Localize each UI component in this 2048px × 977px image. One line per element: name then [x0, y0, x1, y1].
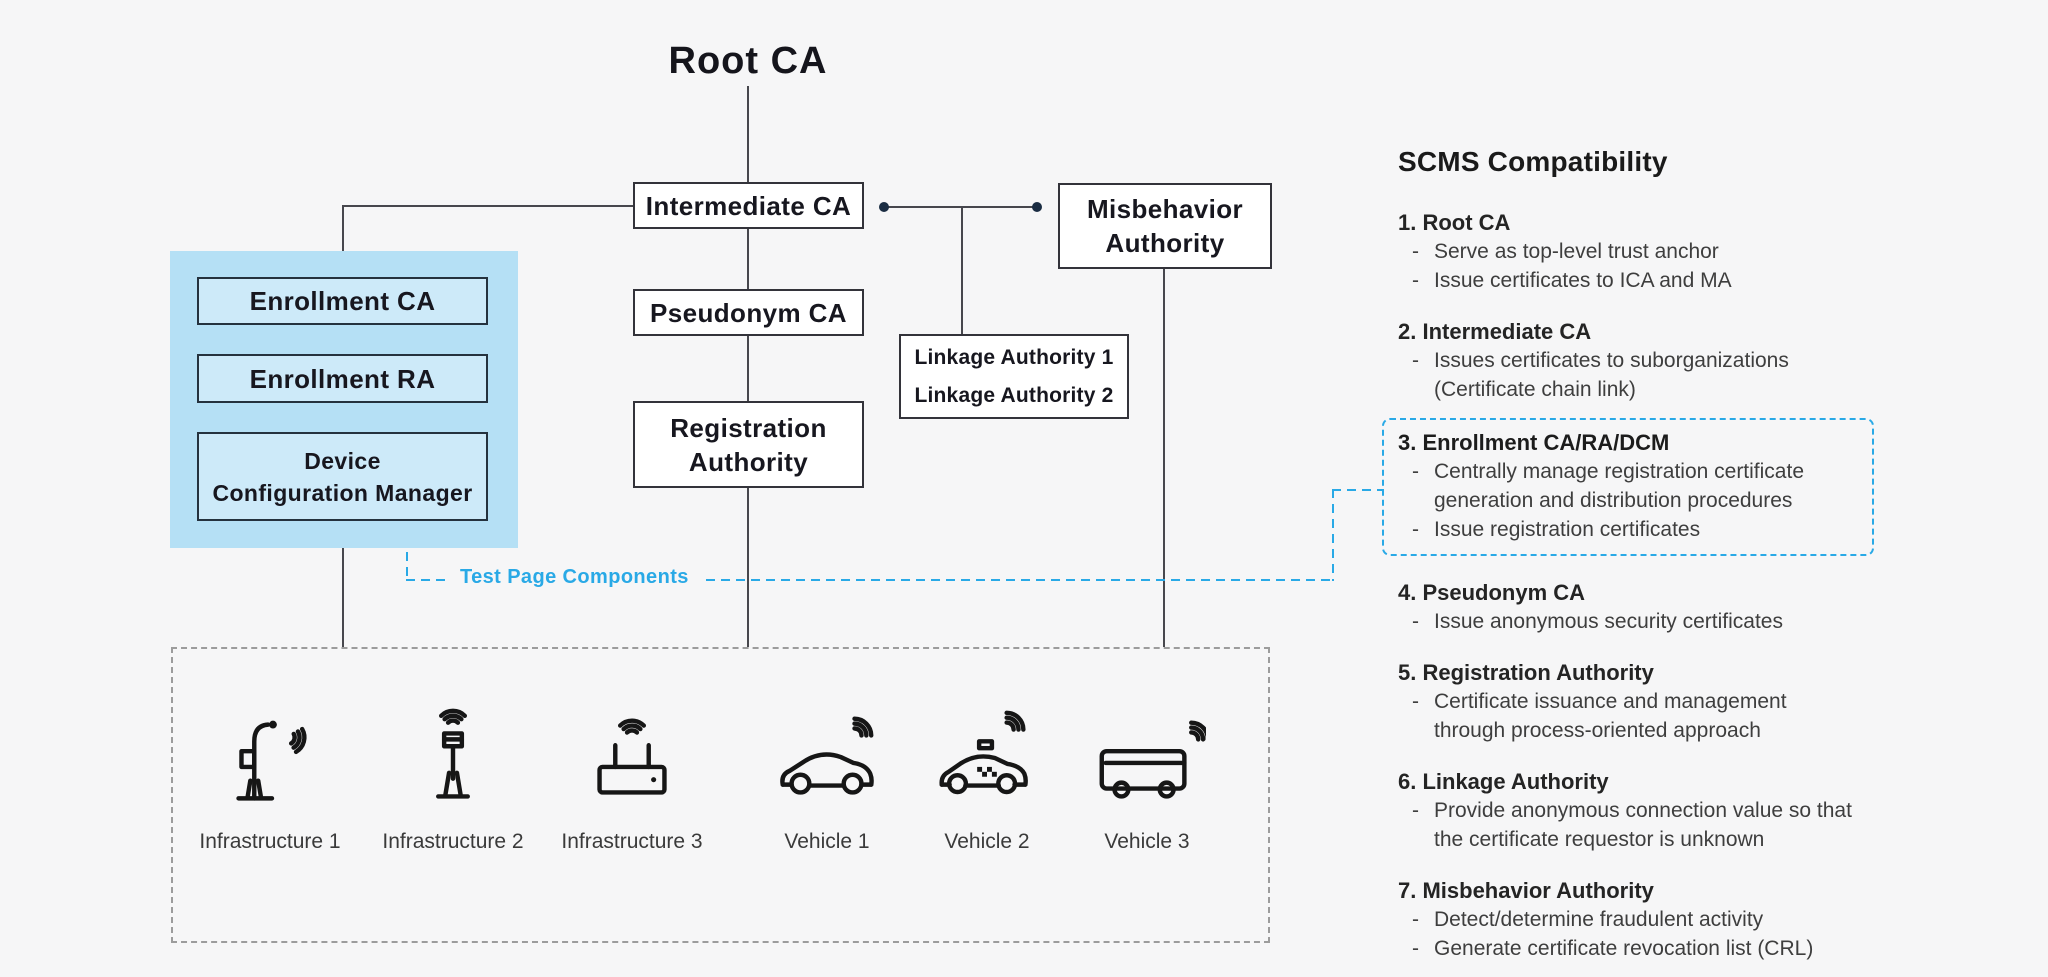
- test-page-dashed-line: [1332, 489, 1384, 491]
- sidebar-item-heading: 6. Linkage Authority: [1398, 769, 1609, 794]
- device-label: Vehicle 3: [1104, 830, 1190, 853]
- device-label: Infrastructure 2: [382, 830, 524, 853]
- connected-bus-icon: [1067, 702, 1227, 820]
- test-page-dashed-line: [406, 552, 408, 582]
- sidebar-item-misbehavior-authority: 7. Misbehavior Authority-Detect/determin…: [1398, 876, 1898, 963]
- linkage-authority-box: Linkage Authority 1 Linkage Authority 2: [899, 334, 1129, 419]
- bullet-dash: -: [1412, 240, 1419, 263]
- bullet-text: Certificate issuance and management thro…: [1434, 690, 1787, 742]
- connector-endpoint-dot: [879, 202, 889, 212]
- connector-intermediate-left-branch: [343, 205, 633, 207]
- registration-authority-box: Registration Authority: [633, 401, 864, 488]
- connected-car-icon: [747, 702, 907, 820]
- wireless-router-icon: [552, 702, 712, 820]
- bullet-text: Issue registration certificates: [1434, 518, 1701, 541]
- connector-intermediate-to-misbehavior: [884, 206, 1037, 208]
- sidebar-item-bullet: -Centrally manage registration certifica…: [1398, 457, 1858, 515]
- device-vehicle-1: Vehicle 1: [747, 702, 907, 854]
- connector-registration-to-devices: [747, 488, 749, 647]
- sidebar-item-bullet: -Issue certificates to ICA and MA: [1398, 266, 1898, 295]
- scms-compatibility-panel: SCMS Compatibility 1. Root CA-Serve as t…: [1382, 146, 1898, 963]
- connector-root-to-intermediate: [747, 86, 749, 182]
- intermediate-ca-box: Intermediate CA: [633, 182, 864, 229]
- connector-pseudonym-to-registration: [747, 336, 749, 401]
- sidebar-title: SCMS Compatibility: [1398, 146, 1668, 177]
- sidebar-item-heading: 5. Registration Authority: [1398, 660, 1654, 685]
- connector-endpoint-dot: [1032, 202, 1042, 212]
- sidebar-item-bullet: -Issues certificates to suborganizations…: [1398, 346, 1898, 404]
- pseudonym-ca-box: Pseudonym CA: [633, 289, 864, 336]
- connected-taxi-icon: [907, 702, 1067, 820]
- connector-intermediate-to-pseudonym: [747, 229, 749, 289]
- device-label: Vehicle 2: [944, 830, 1030, 853]
- test-page-components-label: Test Page Components: [460, 566, 689, 588]
- sidebar-item-bullet: -Issue registration certificates: [1398, 515, 1858, 544]
- sidebar-item-heading: 4. Pseudonym CA: [1398, 580, 1586, 605]
- sidebar-item-linkage-authority: 6. Linkage Authority-Provide anonymous c…: [1398, 767, 1898, 854]
- sidebar-item-enrollment-ca-ra-dcm: 3. Enrollment CA/RA/DCM-Centrally manage…: [1382, 418, 1874, 556]
- sidebar-item-bullet: -Issue anonymous security certificates: [1398, 607, 1898, 636]
- sidebar-item-heading: 2. Intermediate CA: [1398, 319, 1592, 344]
- bullet-dash: -: [1412, 690, 1419, 713]
- sidebar-item-intermediate-ca: 2. Intermediate CA-Issues certificates t…: [1398, 317, 1898, 404]
- device-label: Vehicle 1: [784, 830, 870, 853]
- test-page-dashed-line: [1332, 489, 1334, 581]
- enrollment-ra-box: Enrollment RA: [197, 354, 488, 403]
- connector-branch-to-enrollment-ca: [342, 205, 344, 277]
- antenna-mast-icon: [373, 702, 533, 820]
- bullet-text: Issues certificates to suborganizations …: [1434, 349, 1789, 401]
- bullet-dash: -: [1412, 799, 1419, 822]
- bullet-text: Serve as top-level trust anchor: [1434, 240, 1719, 263]
- sidebar-item-pseudonym-ca: 4. Pseudonym CA-Issue anonymous security…: [1398, 578, 1898, 636]
- connector-misbehavior-to-devices: [1163, 269, 1165, 647]
- sidebar-item-heading: 1. Root CA: [1398, 210, 1511, 235]
- connector-dcm-to-devices: [342, 521, 344, 647]
- sidebar-item-bullet: -Certificate issuance and management thr…: [1398, 687, 1898, 745]
- device-infrastructure-3: Infrastructure 3: [552, 702, 712, 854]
- device-infrastructure-2: Infrastructure 2: [373, 702, 533, 854]
- device-configuration-manager-box: Device Configuration Manager: [197, 432, 488, 521]
- bullet-dash: -: [1412, 349, 1419, 372]
- enrollment-ca-box: Enrollment CA: [197, 277, 488, 325]
- sidebar-item-bullet: -Serve as top-level trust anchor: [1398, 237, 1898, 266]
- device-label: Infrastructure 3: [561, 830, 703, 853]
- bullet-dash: -: [1412, 908, 1419, 931]
- sidebar-item-bullet: -Provide anonymous connection value so t…: [1398, 796, 1898, 854]
- device-vehicle-3: Vehicle 3: [1067, 702, 1227, 854]
- test-page-dashed-line: [706, 579, 1334, 581]
- bullet-dash: -: [1412, 610, 1419, 633]
- end-entities-container: [171, 647, 1270, 943]
- device-infrastructure-1: Infrastructure 1: [190, 702, 350, 854]
- bullet-text: Issue anonymous security certificates: [1434, 610, 1783, 633]
- bullet-dash: -: [1412, 937, 1419, 960]
- bullet-text: Generate certificate revocation list (CR…: [1434, 937, 1814, 960]
- sidebar-item-bullet: -Detect/determine fraudulent activity: [1398, 905, 1898, 934]
- test-page-dashed-line: [406, 579, 450, 581]
- bullet-dash: -: [1412, 460, 1419, 483]
- bullet-dash: -: [1412, 269, 1419, 292]
- bullet-text: Provide anonymous connection value so th…: [1434, 799, 1852, 851]
- bullet-text: Detect/determine fraudulent activity: [1434, 908, 1764, 931]
- sidebar-list: 1. Root CA-Serve as top-level trust anch…: [1382, 208, 1898, 963]
- bullet-text: Centrally manage registration certificat…: [1434, 460, 1805, 512]
- device-vehicle-2: Vehicle 2: [907, 702, 1067, 854]
- device-label: Infrastructure 1: [199, 830, 341, 853]
- sidebar-item-heading: 7. Misbehavior Authority: [1398, 878, 1654, 903]
- sidebar-item-bullet: -Generate certificate revocation list (C…: [1398, 934, 1898, 963]
- root-ca-title: Root CA: [668, 40, 828, 82]
- misbehavior-authority-box: Misbehavior Authority: [1058, 183, 1272, 269]
- connector-branch-to-linkage: [961, 206, 963, 334]
- sidebar-item-registration-authority: 5. Registration Authority-Certificate is…: [1398, 658, 1898, 745]
- roadside-unit-icon: [190, 702, 350, 820]
- sidebar-item-root-ca: 1. Root CA-Serve as top-level trust anch…: [1398, 208, 1898, 295]
- sidebar-item-heading: 3. Enrollment CA/RA/DCM: [1398, 430, 1670, 455]
- bullet-text: Issue certificates to ICA and MA: [1434, 269, 1732, 292]
- bullet-dash: -: [1412, 518, 1419, 541]
